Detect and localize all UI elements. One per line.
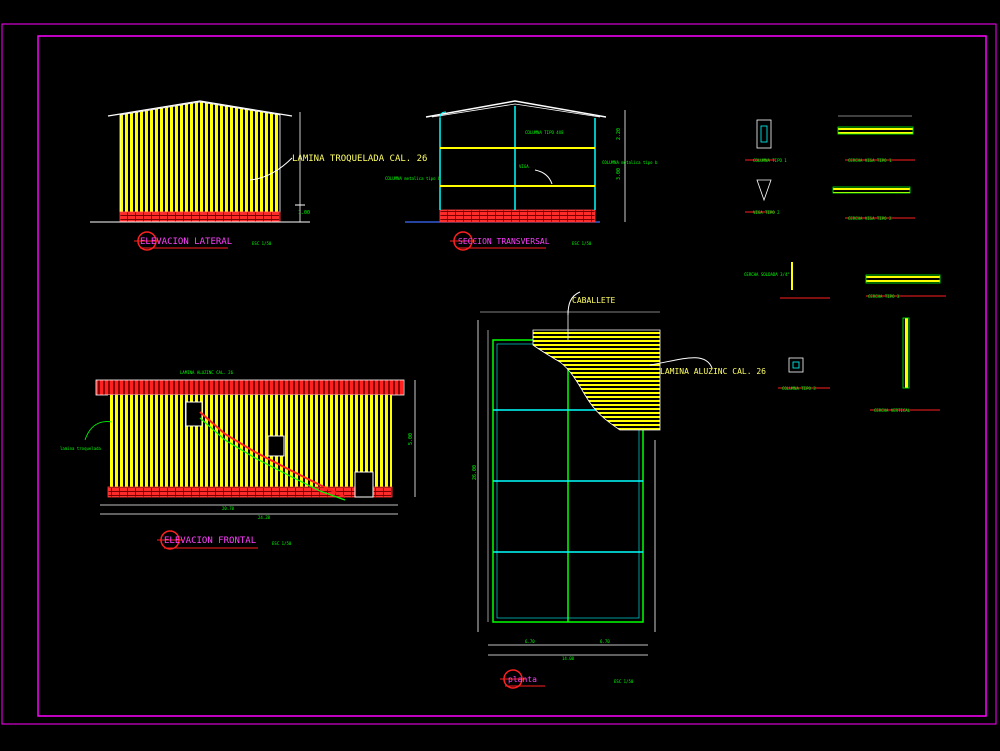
- elev-frontal-title: ELEVACION FRONTAL: [164, 536, 256, 546]
- svg-text:COLUMNA TIPO 3: COLUMNA TIPO 3: [782, 386, 816, 391]
- svg-text:CERCHA VIGA TIPO 1: CERCHA VIGA TIPO 1: [848, 158, 892, 163]
- svg-text:5.00: 5.00: [408, 433, 414, 445]
- lamina-aluzinc-label: LAMINA ALUZINC CAL. 26: [660, 367, 766, 376]
- lamina-troquelada-label: LAMINA TROQUELADA CAL. 26: [292, 154, 427, 164]
- elevacion-frontal: 20.70 24.20 5.00 lamina troquelada LAMIN…: [60, 370, 416, 550]
- svg-text:lamina troquelada: lamina troquelada: [60, 446, 102, 451]
- svg-text:COLUMNA metalica tipo b: COLUMNA metalica tipo b: [385, 176, 441, 181]
- svg-text:1.00: 1.00: [298, 210, 310, 216]
- svg-text:ESC 1/50: ESC 1/50: [572, 241, 592, 246]
- svg-text:COLUMNA TIPO 1: COLUMNA TIPO 1: [753, 158, 787, 163]
- svg-text:6.70: 6.70: [525, 639, 535, 644]
- svg-text:3.00: 3.00: [616, 168, 622, 180]
- svg-text:CERCHA TIPO 3: CERCHA TIPO 3: [868, 294, 900, 299]
- elev-lateral-title: ELEVACION LATERAL: [140, 237, 232, 247]
- svg-text:ESC 1/50: ESC 1/50: [252, 241, 272, 246]
- detalles: COLUMNA TIPO 1 VIGA TIPO 2 CERCHA VIGA T…: [744, 115, 946, 413]
- svg-text:24.20: 24.20: [258, 515, 271, 520]
- svg-text:VIGA: VIGA: [519, 164, 529, 169]
- caballete-label: CABALLETE: [572, 296, 616, 305]
- elevacion-lateral: 1.00 LAMINA TROQUELADA CAL. 26 ELEVACION…: [90, 100, 427, 251]
- seccion-transversal: 2.20 3.00 COLUMNA TIPO 4X8 VIGA COLUMNA …: [385, 100, 658, 251]
- planta: CABALLETE LAMINA ALUZINC CAL. 26 6.70 6.…: [472, 291, 766, 689]
- svg-text:COLUMNA TIPO 4X8: COLUMNA TIPO 4X8: [525, 130, 564, 135]
- svg-text:6.70: 6.70: [600, 639, 610, 644]
- svg-text:CERCHA VIGA TIPO 2: CERCHA VIGA TIPO 2: [848, 216, 892, 221]
- svg-text:14.00: 14.00: [562, 656, 575, 661]
- planta-title: planta: [508, 675, 537, 684]
- drawing-border: [37, 35, 987, 717]
- svg-text:2.20: 2.20: [616, 128, 622, 140]
- seccion-transversal-title: SECCION TRANSVERSAL: [458, 237, 550, 246]
- svg-text:ESC 1/50: ESC 1/50: [272, 541, 292, 546]
- svg-text:CERCHA VERTICAL: CERCHA VERTICAL: [874, 408, 911, 413]
- sheet-border: [1, 23, 997, 725]
- svg-text:ESC 1/50: ESC 1/50: [614, 679, 634, 684]
- svg-text:26.00: 26.00: [472, 465, 478, 480]
- svg-text:20.70: 20.70: [222, 506, 235, 511]
- svg-text:VIGA TIPO 2: VIGA TIPO 2: [753, 210, 780, 215]
- svg-text:COLUMNA metalica tipo b: COLUMNA metalica tipo b: [602, 160, 658, 165]
- svg-text:LAMINA ALUZINC CAL. 26: LAMINA ALUZINC CAL. 26: [180, 370, 234, 375]
- svg-text:CERCHA SOLDADA 3/4": CERCHA SOLDADA 3/4": [744, 272, 790, 277]
